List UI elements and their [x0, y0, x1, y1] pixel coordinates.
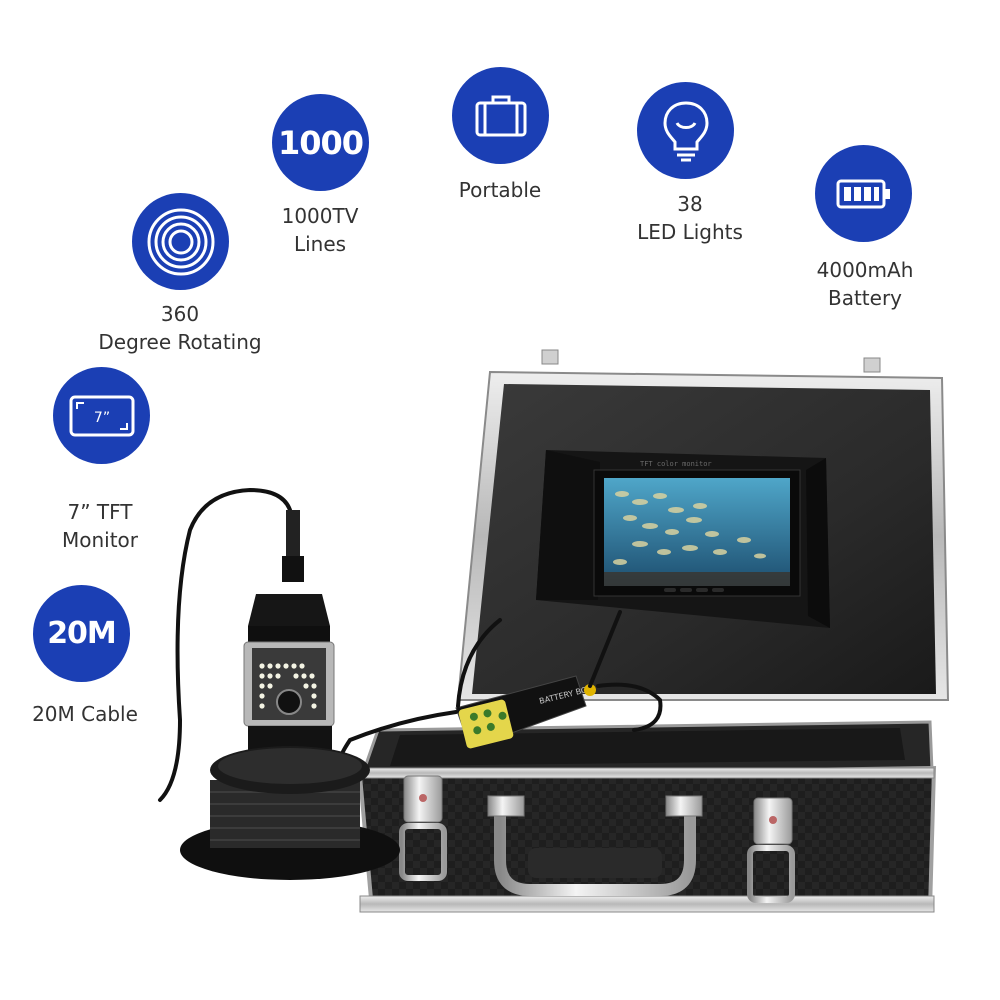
- monitor-badge: 7”: [53, 367, 150, 464]
- rotating-label-line1: 360: [160, 302, 200, 326]
- rotating-badge: [132, 193, 229, 290]
- fish-school: [613, 491, 766, 565]
- tv-lines-label: 1000TV Lines: [250, 202, 390, 258]
- battery-label-line1: 4000mAh: [816, 258, 914, 282]
- led-badge: [637, 82, 734, 179]
- briefcase-icon: [475, 95, 526, 136]
- monitor-icon: 7”: [69, 395, 134, 436]
- underwater-camera: [243, 510, 335, 766]
- led-array: [259, 663, 317, 709]
- battery-label: 4000mAh Battery: [790, 256, 940, 312]
- portable-badge: [452, 67, 549, 164]
- cable-label-line1: 20M Cable: [32, 702, 138, 726]
- monitor-label: 7” TFT Monitor: [30, 498, 170, 554]
- cable-reel: [180, 746, 400, 880]
- cable-badge: 20M: [33, 585, 130, 682]
- battery-badge: [815, 145, 912, 242]
- case-handle: [487, 795, 703, 896]
- battery-label-line2: Battery: [827, 286, 903, 310]
- battery-icon: [836, 179, 890, 208]
- case-latches: [399, 775, 795, 903]
- led-label-line1: 38: [677, 192, 703, 216]
- rotating-label: 360 Degree Rotating: [80, 300, 280, 356]
- monitor-screen: [604, 478, 790, 586]
- tv-lines-label-line2: Lines: [293, 232, 347, 256]
- cable-label: 20M Cable: [10, 700, 160, 728]
- tv-lines-badge-text: 1000: [277, 123, 364, 162]
- lightbulb-icon: [662, 100, 709, 161]
- battery-box: BATTERY BOX: [455, 675, 596, 749]
- screen-header-text: TFT color monitor: [640, 460, 712, 468]
- rotating-label-line2: Degree Rotating: [98, 330, 262, 354]
- tft-monitor: TFT color monitor: [536, 450, 830, 628]
- tv-lines-badge: 1000: [272, 94, 369, 191]
- monitor-label-line2: Monitor: [61, 528, 139, 552]
- cable-badge-text: 20M: [47, 616, 117, 651]
- monitor-label-line1: 7” TFT: [67, 500, 133, 524]
- portable-label: Portable: [430, 176, 570, 204]
- monitor-buttons: [664, 588, 724, 592]
- led-label-line2: LED Lights: [637, 220, 743, 244]
- concentric-rings-icon: [147, 208, 214, 275]
- case-base: [357, 720, 937, 913]
- led-label: 38 LED Lights: [610, 190, 770, 246]
- monitor-badge-text: 7”: [93, 410, 109, 426]
- tv-lines-label-line1: 1000TV: [281, 204, 359, 228]
- portable-label-line1: Portable: [458, 178, 542, 202]
